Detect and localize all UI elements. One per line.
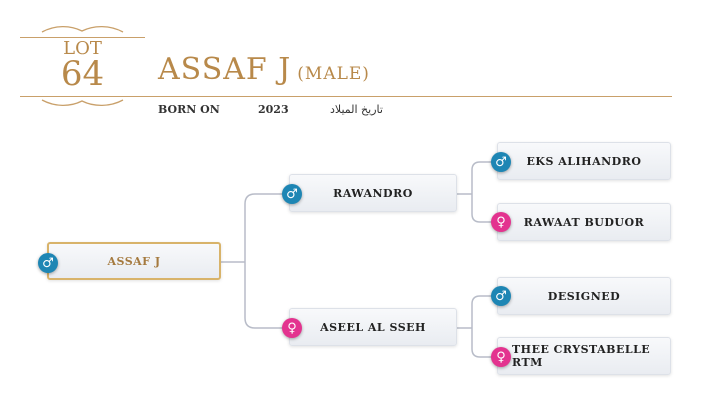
pedigree-dam-sire[interactable]: DESIGNED xyxy=(497,277,671,315)
horse-title: ASSAF J(MALE) xyxy=(158,52,370,87)
sire-sire-name: EKS ALIHANDRO xyxy=(526,154,642,168)
born-label: BORN ON xyxy=(158,103,220,116)
dam-dam-name: THEE CRYSTABELLE RTM xyxy=(512,343,651,369)
pedigree-sire-sire[interactable]: EKS ALIHANDRO xyxy=(497,142,671,180)
pedigree-sire-dam[interactable]: RAWAAT BUDUOR xyxy=(497,203,671,241)
divider-bottom xyxy=(20,96,672,97)
male-icon: ♂ xyxy=(491,152,511,172)
lot-label: LOT xyxy=(63,38,102,59)
female-icon: ♀ xyxy=(491,212,511,232)
born-year: 2023 xyxy=(258,103,289,116)
male-icon: ♂ xyxy=(38,253,58,273)
born-arabic-label: تاريخ الميلاد xyxy=(330,103,383,116)
female-icon: ♀ xyxy=(282,318,302,338)
dam-name: ASEEL AL SSEH xyxy=(320,320,426,334)
lot-number: 64 xyxy=(60,54,105,94)
divider-top xyxy=(20,37,145,38)
ornament-bottom xyxy=(41,99,124,107)
pedigree-dam-dam[interactable]: THEE CRYSTABELLE RTM xyxy=(497,337,671,375)
pedigree-sire[interactable]: RAWANDRO xyxy=(289,174,457,212)
horse-name: ASSAF J xyxy=(158,52,292,87)
pedigree-dam[interactable]: ASEEL AL SSEH xyxy=(289,308,457,346)
male-icon: ♂ xyxy=(282,184,302,204)
pedigree-subject[interactable]: ASSAF J xyxy=(47,242,221,280)
ornament-top xyxy=(41,25,124,33)
dam-sire-name: DESIGNED xyxy=(547,289,621,303)
sire-name: RAWANDRO xyxy=(333,186,413,200)
male-icon: ♂ xyxy=(491,286,511,306)
female-icon: ♀ xyxy=(491,347,511,367)
horse-sex: (MALE) xyxy=(297,64,370,84)
subject-name: ASSAF J xyxy=(107,254,161,268)
sire-dam-name: RAWAAT BUDUOR xyxy=(523,215,645,229)
